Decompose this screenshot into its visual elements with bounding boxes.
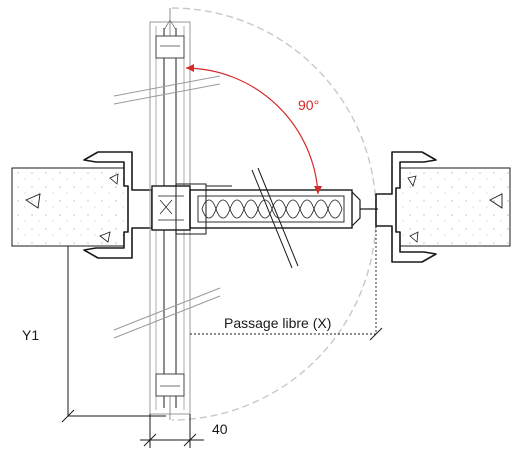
- left-wall: [11, 167, 131, 247]
- dim-40-label: 40: [212, 421, 228, 437]
- y1-dimension: Y1: [22, 246, 166, 423]
- dim-40: 40: [140, 414, 228, 448]
- leaf-break-symbol: [251, 167, 299, 269]
- passage-dimension: Passage libre (X): [190, 214, 383, 341]
- section-break-top: [113, 75, 221, 105]
- angle-label: 90°: [298, 97, 319, 113]
- section-break-bottom: [113, 287, 221, 339]
- door-swing-arc: [171, 7, 377, 211]
- glazed-panel-vertical: [149, 8, 191, 420]
- passage-label: Passage libre (X): [224, 315, 331, 331]
- angle-90-indicator: 90°: [185, 64, 322, 195]
- y1-label: Y1: [22, 327, 39, 343]
- left-frame-profile: [83, 151, 153, 259]
- right-wall: [395, 167, 511, 247]
- right-frame-profile: [375, 151, 437, 263]
- door-leaf-horizontal: [175, 183, 378, 235]
- door-swing-arc-lower: [171, 214, 377, 421]
